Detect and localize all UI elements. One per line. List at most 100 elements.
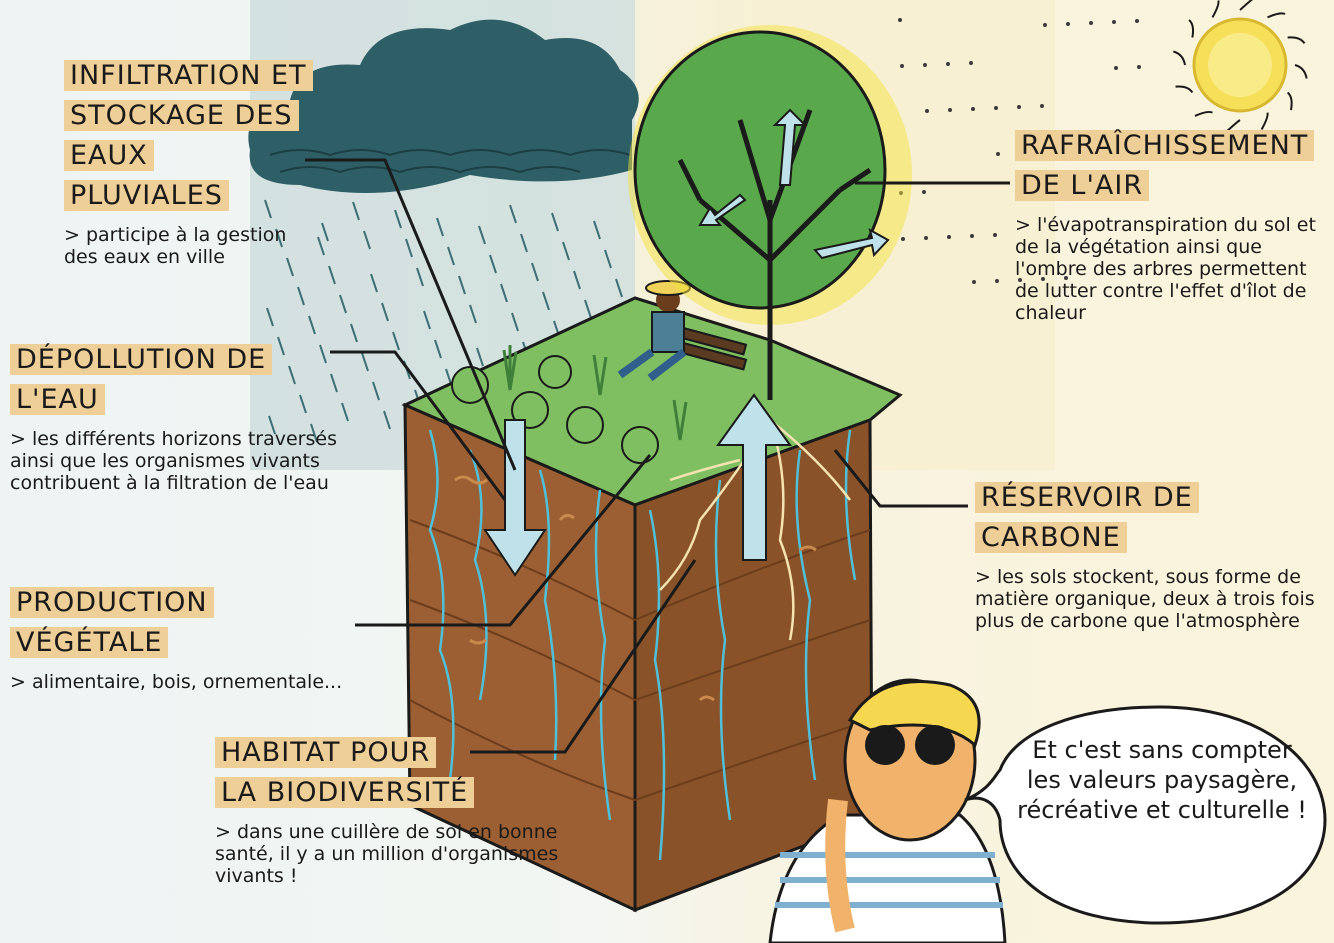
rain-drop (339, 294, 347, 314)
rain-cloud (248, 19, 639, 194)
rain-drop (447, 246, 455, 266)
rain-drop (478, 225, 486, 245)
sun-ray (1267, 12, 1286, 19)
rain-drop (363, 230, 371, 250)
rain-drop (350, 323, 358, 343)
sun-ray (1286, 91, 1293, 111)
rain-drop (297, 286, 305, 306)
rain-drop (551, 212, 559, 232)
label-infiltration: INFILTRATION ET STOCKAGE DES EAUX PLUVIA… (64, 56, 324, 268)
heat-dot (994, 106, 998, 110)
leader-infiltration (305, 158, 517, 471)
rain-drop (264, 199, 272, 219)
rain-drop (615, 278, 623, 298)
heat-dot (971, 107, 975, 111)
rain-drop (489, 254, 497, 274)
heat-dot (925, 109, 929, 113)
character-with-sunglasses (768, 678, 1007, 943)
label-infiltration-desc: > participe à la gestion des eaux en vil… (64, 224, 287, 268)
heat-dot (1041, 277, 1045, 281)
rain-drop (509, 204, 517, 224)
heat-dot (924, 236, 928, 240)
speech-bubble-text: Et c'est sans compter les valeurs paysag… (1017, 736, 1307, 824)
rain-drop (275, 228, 283, 248)
heat-dot (1040, 104, 1044, 108)
rain-drop (341, 402, 349, 422)
heat-dot (898, 18, 902, 22)
heat-dot (1112, 20, 1116, 24)
sun-ray (1294, 64, 1308, 79)
soil-cube (401, 296, 903, 913)
rain-drop (394, 209, 402, 229)
rain-drop (392, 331, 400, 351)
rain-drop (423, 310, 431, 330)
heat-dot (993, 233, 997, 237)
soil-horizon-3 (409, 699, 871, 802)
sun-rays (1173, 0, 1308, 133)
label-habitat: HABITAT POUR LA BIODIVERSITÉ > dans une … (215, 733, 575, 887)
rain-drop (370, 273, 378, 293)
label-production-desc: > alimentaire, bois, ornementale... (10, 671, 343, 693)
bench-with-person (617, 280, 748, 382)
heat-dot (1089, 21, 1093, 25)
rain-drop (511, 312, 519, 332)
rain-drop (286, 257, 294, 277)
rain-drop (476, 347, 484, 367)
rain-drop (268, 415, 276, 435)
label-rafraichissement-desc: > l'évapotranspiration du sol et de la v… (1015, 214, 1316, 324)
water-infiltration-arrow (483, 419, 547, 577)
leader-habitat (470, 559, 697, 754)
heat-dot (900, 64, 904, 68)
rain-drop (310, 423, 318, 443)
heat-dot (901, 237, 905, 241)
sun (1192, 17, 1288, 113)
worms (454, 475, 817, 702)
heat-dot (996, 152, 1000, 156)
heat-dot (969, 61, 973, 65)
heat-dot (1043, 23, 1047, 27)
sun-ray (1287, 36, 1306, 44)
rain-drop (383, 410, 391, 430)
rain-drop (361, 352, 369, 372)
rain-drop (372, 381, 380, 401)
label-rafraichissement-title: RAFRAÎCHISSEMENT DE L'AIR (1015, 130, 1315, 201)
heat-dot (947, 235, 951, 239)
rain-drop (416, 267, 424, 287)
rain-drop (277, 336, 285, 356)
heat-dot (1135, 19, 1139, 23)
label-habitat-desc: > dans une cuillère de sol en bonne sant… (215, 821, 559, 887)
label-rafraichissement: RAFRAÎCHISSEMENT DE L'AIR > l'évapotrans… (1015, 126, 1325, 324)
rain-drop (542, 291, 550, 311)
heat-dot (995, 279, 999, 283)
sun-ray (1239, 0, 1253, 11)
rain-drop (469, 304, 477, 324)
speech-bubble (964, 705, 1327, 925)
label-depollution: DÉPOLLUTION DE L'EAU > les différents ho… (10, 340, 340, 494)
label-production-title: PRODUCTION VÉGÉTALE (10, 587, 214, 658)
sun-ray (1175, 85, 1194, 94)
heat-dot (1017, 105, 1021, 109)
rain-drop (328, 265, 336, 285)
rain-drop (405, 238, 413, 258)
water-veins (428, 429, 857, 861)
soil-horizon-2 (409, 599, 871, 702)
rain-drop (266, 307, 274, 327)
rain-drop (308, 315, 316, 335)
heat-dot (1137, 65, 1141, 69)
rain-drop (436, 217, 444, 237)
label-infiltration-title: INFILTRATION ET STOCKAGE DES EAUX PLUVIA… (64, 60, 313, 211)
sun-ray (1194, 110, 1213, 117)
rain-drop (381, 302, 389, 322)
rain-drop (604, 249, 612, 269)
label-reservoir-desc: > les sols stockent, sous forme de matiè… (975, 566, 1315, 632)
leader-reservoir (833, 449, 968, 508)
label-reservoir-title: RÉSERVOIR DE CARBONE (975, 482, 1199, 553)
heat-dot (1018, 278, 1022, 282)
label-depollution-title: DÉPOLLUTION DE L'EAU (10, 344, 273, 415)
rain-drop (520, 233, 528, 253)
rain-drop (288, 365, 296, 385)
sun-ray (1211, 0, 1220, 18)
sun-ray (1260, 112, 1269, 130)
vegetable-plants (451, 345, 688, 464)
